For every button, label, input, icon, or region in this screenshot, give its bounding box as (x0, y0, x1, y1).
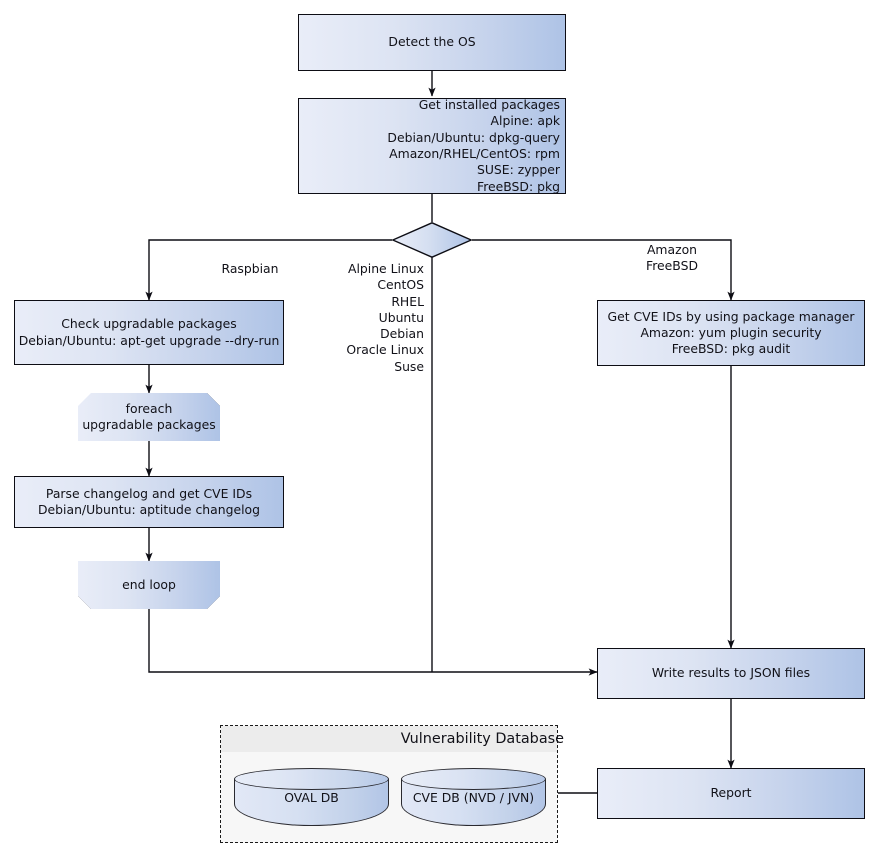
node-foreach-loop[interactable]: foreach upgradable packages (78, 393, 220, 441)
node-foreach-loop-label: foreach upgradable packages (82, 400, 216, 432)
foreach-loop-shape (78, 393, 220, 441)
node-write-results[interactable]: Write results to JSON files (597, 648, 865, 699)
node-report-label: Report (710, 785, 752, 801)
node-get-installed-packages-label: Get installed packages Alpine: apk Debia… (387, 97, 560, 194)
end-loop-shape (78, 561, 220, 609)
node-detect-os-label: Detect the OS (388, 34, 476, 50)
edge-endloop-to-write (148, 609, 598, 676)
node-parse-changelog-label: Parse changelog and get CVE IDs Debian/U… (38, 485, 260, 517)
node-check-upgradable-label: Check upgradable packages Debian/Ubuntu:… (18, 316, 280, 348)
edge-label-raspbian: Raspbian (221, 261, 279, 276)
node-report[interactable]: Report (597, 768, 865, 819)
node-detect-os[interactable]: Detect the OS (298, 14, 566, 71)
db-cylinder-cve[interactable]: CVE DB (NVD / JVN) (401, 768, 546, 826)
diamond-icon (391, 222, 473, 258)
node-get-installed-packages[interactable]: Get installed packages Alpine: apk Debia… (298, 97, 566, 194)
node-get-cve-package-manager-label: Get CVE IDs by using package manager Ama… (607, 308, 855, 357)
group-title-vulnerability-database: Vulnerability Database (400, 731, 564, 747)
node-parse-changelog[interactable]: Parse changelog and get CVE IDs Debian/U… (14, 476, 284, 528)
node-end-loop-label: end loop (122, 576, 176, 592)
node-os-decision[interactable] (391, 222, 473, 258)
db-cylinder-oval[interactable]: OVAL DB (234, 768, 389, 826)
node-check-upgradable[interactable]: Check upgradable packages Debian/Ubuntu:… (14, 300, 284, 365)
group-header-band (221, 726, 557, 752)
node-write-results-label: Write results to JSON files (651, 665, 811, 681)
cylinder-top-ellipse (234, 768, 389, 790)
node-get-cve-package-manager[interactable]: Get CVE IDs by using package manager Ama… (597, 300, 865, 366)
edge-label-middle-distros: Alpine Linux CentOS RHEL Ubuntu Debian O… (346, 261, 424, 374)
cylinder-top-ellipse (401, 768, 546, 790)
node-end-loop[interactable]: end loop (78, 561, 220, 609)
edge-label-amazon-freebsd: Amazon FreeBSD (646, 242, 698, 274)
edge-decision-right (472, 239, 735, 301)
db-cylinder-oval-label: OVAL DB (284, 789, 339, 805)
db-cylinder-cve-label: CVE DB (NVD / JVN) (412, 789, 535, 805)
group-vulnerability-database: Vulnerability Database OVAL DB CVE DB (N… (220, 725, 564, 843)
edge-decision-left (145, 239, 392, 301)
